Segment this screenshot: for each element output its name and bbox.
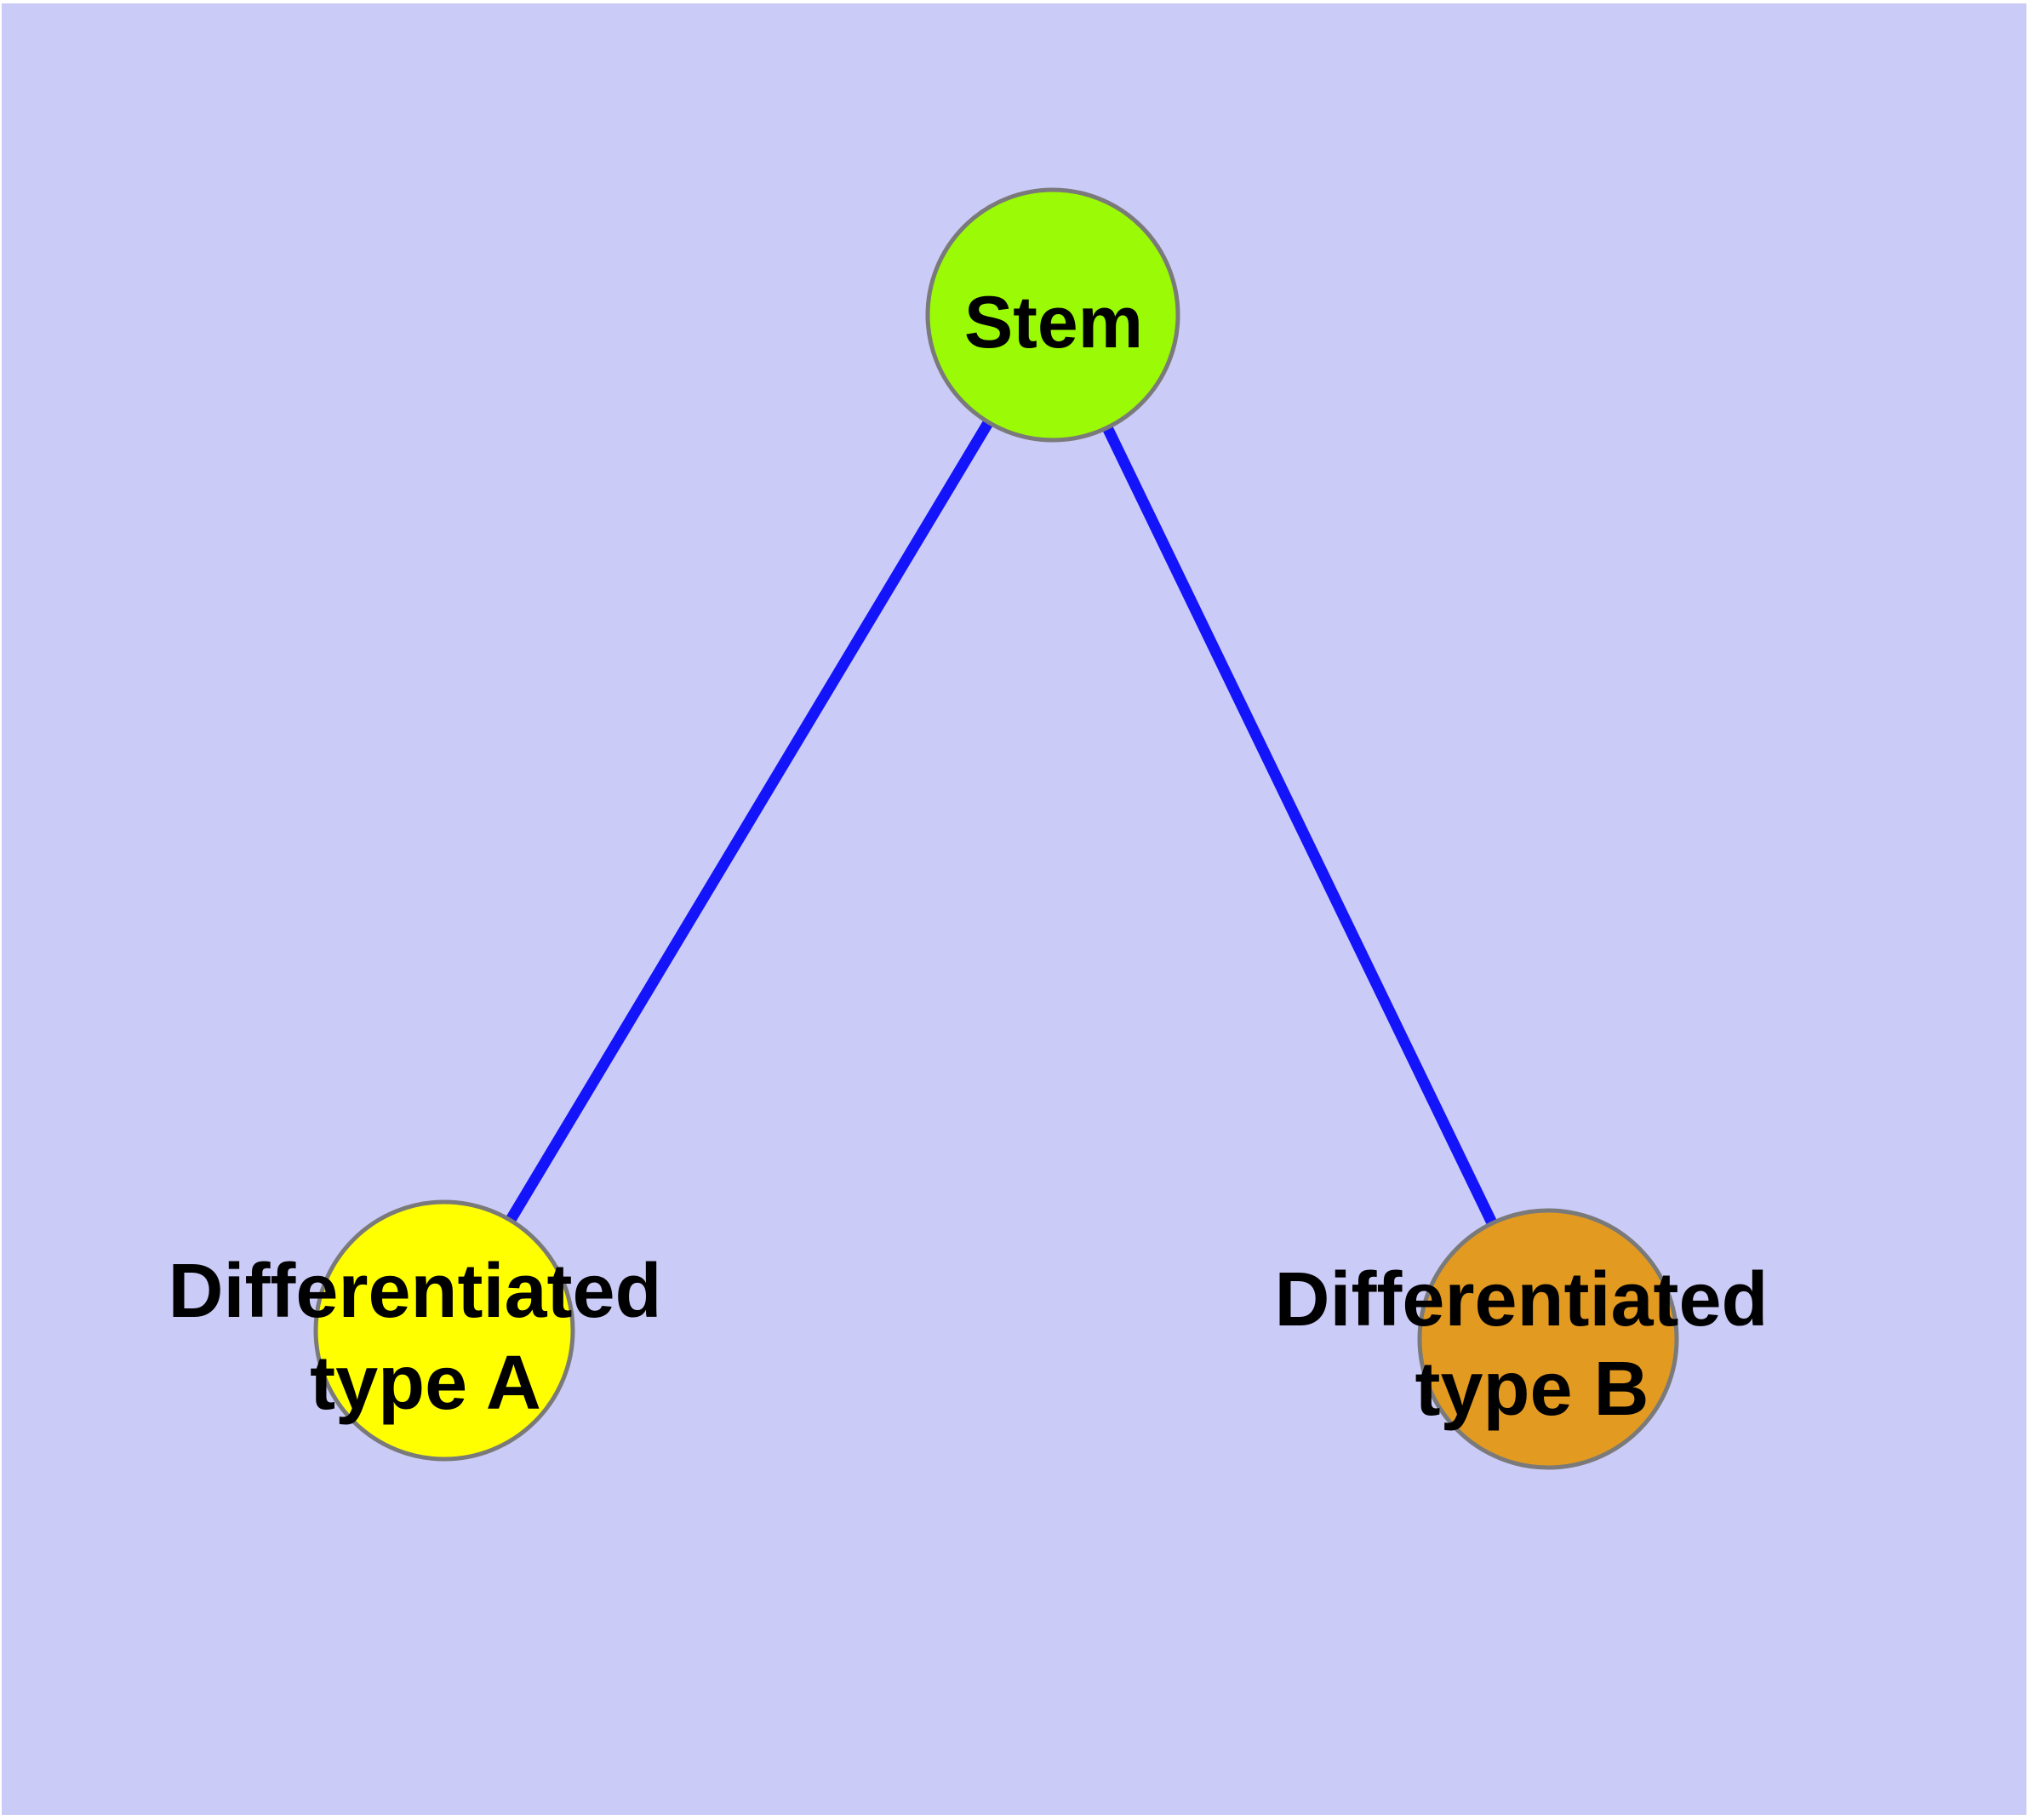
label-line-2: type A — [310, 1341, 541, 1426]
edge-stem-to-type-b — [1048, 312, 1553, 1342]
label-line-1: Differentiated — [168, 1249, 661, 1334]
node-differentiated-type-a — [313, 1199, 575, 1462]
edge-stem-to-type-a — [439, 312, 1058, 1334]
label-line-1: Differentiated — [1274, 1257, 1768, 1342]
node-stem — [925, 187, 1180, 443]
node-label-differentiated-type-b: Differentiated type B — [1274, 1257, 1789, 1432]
label-line-2: type B — [1415, 1347, 1649, 1432]
node-differentiated-type-b — [1417, 1208, 1679, 1470]
node-label-stem: Stem — [964, 282, 1143, 363]
node-label-differentiated-type-a: Differentiated type A — [168, 1249, 683, 1426]
